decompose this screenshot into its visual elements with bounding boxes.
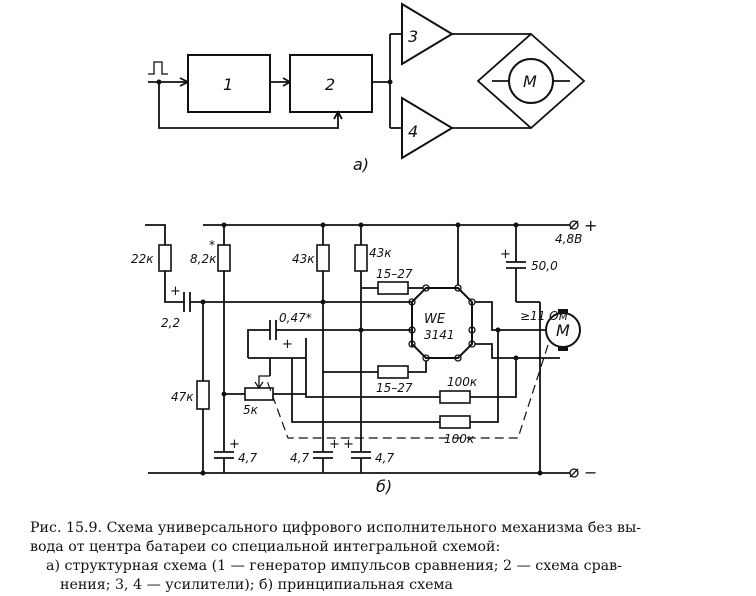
cap-plus: + (229, 437, 240, 452)
label-4-7-c: 4,7 (375, 451, 394, 465)
resistor-15-27-bot (377, 365, 409, 379)
label-47k: 47к (171, 390, 194, 404)
wire (470, 358, 517, 398)
arrow-icon (254, 381, 264, 390)
ic-pin (454, 354, 462, 362)
resistor-100k-b (439, 415, 471, 429)
wire (269, 357, 306, 376)
label-100k-a: 100к (447, 375, 478, 389)
resistor-43k-a (316, 244, 330, 272)
figure-caption: Рис. 15.9. Схема универсального цифровог… (30, 519, 730, 595)
pulse-input-icon (148, 61, 168, 75)
label-0-47: 0,47* (279, 311, 312, 325)
wire (247, 329, 270, 358)
ic-we3141 (411, 287, 473, 359)
wiper (258, 375, 270, 388)
amplifier-4 (401, 96, 454, 160)
potentiometer-5k (244, 387, 274, 401)
block-1 (187, 54, 271, 113)
label-4-7-a: 4,7 (238, 451, 257, 465)
circuit-drawing: 1 2 3 4 M а) (131, 2, 597, 496)
resistor-22k (158, 244, 172, 272)
wire (164, 271, 184, 303)
resistor-15-27-top (377, 281, 409, 295)
cap-plus: + (500, 247, 511, 262)
resistor-47k (196, 380, 210, 410)
caption-line-2: вода от центра батареи со специальной ин… (30, 539, 501, 555)
mechanical-coupling (265, 344, 549, 439)
label-4-7-b: 4,7 (290, 451, 309, 465)
figure-a-label: а) (353, 155, 369, 174)
minus-sign: − (584, 463, 597, 482)
figure-b-label: б) (376, 477, 392, 496)
plus-sign: + (584, 216, 597, 235)
block-2 (289, 54, 373, 113)
arrow-icon (333, 110, 343, 120)
bridge-diamond (476, 32, 586, 130)
cap-plus: + (343, 437, 354, 452)
motor-label: M (556, 321, 570, 340)
junction-dot (513, 355, 519, 361)
motor-brush (558, 309, 568, 314)
terminal-minus (569, 468, 579, 478)
supply-voltage: 4,8В (555, 232, 582, 246)
junction-dot (537, 470, 543, 476)
cap-plus: + (170, 284, 181, 299)
wire-out-b (475, 343, 560, 359)
terminal-mark (569, 220, 579, 230)
caption-line-3: а) структурная схема (1 — генератор импу… (46, 558, 622, 574)
ic-number: 3141 (424, 328, 455, 342)
ic-name: WE (424, 312, 446, 327)
ic-pin (468, 326, 476, 334)
wire-out-a (475, 301, 560, 331)
label-43k-b: 43к (369, 246, 392, 260)
amplifier-4-label: 4 (408, 122, 418, 141)
cap-plus: + (282, 337, 293, 352)
motor-label: M (523, 72, 537, 91)
terminal-mark (569, 468, 579, 478)
wire (408, 361, 427, 373)
label-43k-a: 43к (292, 252, 315, 266)
junction-dot (495, 327, 501, 333)
junction-dot (455, 222, 461, 228)
resistor-43k-b (354, 244, 368, 272)
resistor-100k-a (439, 390, 471, 404)
label-15-27-bot: 15–27 (376, 381, 413, 395)
amplifier-3-label: 3 (408, 27, 418, 46)
terminal-plus (569, 220, 579, 230)
wire (305, 394, 440, 398)
label-50: 50,0 (531, 259, 558, 273)
input-wire (145, 224, 166, 245)
block-2-label: 2 (325, 75, 335, 94)
ic-pin (408, 326, 416, 334)
amplifier-3 (401, 2, 454, 66)
schematic: + − 4,8В 22к + 2,2 47к 8,2к * + 4,7 (131, 216, 597, 496)
ic-pin (408, 298, 416, 306)
label-2-2: 2,2 (161, 316, 180, 330)
label-22k: 22к (131, 252, 154, 266)
label-8k2-star: * (209, 238, 215, 252)
block-diagram: 1 2 3 4 M а) (148, 2, 586, 174)
motor-resistance: ≥11 Ом (520, 309, 568, 323)
label-8k2: 8,2к (190, 252, 217, 266)
feedback-wire (158, 82, 339, 129)
label-15-27-top: 15–27 (376, 267, 413, 281)
cap-plus: + (329, 437, 340, 452)
wire (470, 330, 499, 423)
caption-line-1: Рис. 15.9. Схема универсального цифровог… (30, 520, 642, 536)
junction-dot (358, 327, 364, 333)
label-100k-b: 100к (444, 432, 475, 446)
motor-icon (508, 58, 554, 104)
block-1-label: 1 (223, 75, 233, 94)
motor-brush (558, 346, 568, 351)
resistor-8k2 (217, 244, 231, 272)
junction-dot (200, 470, 206, 476)
wire (291, 358, 440, 423)
junction-dot (320, 299, 326, 305)
caption-line-4: нения; 3, 4 — усилители); б) принципиаль… (60, 577, 453, 593)
label-5k: 5к (243, 403, 259, 417)
